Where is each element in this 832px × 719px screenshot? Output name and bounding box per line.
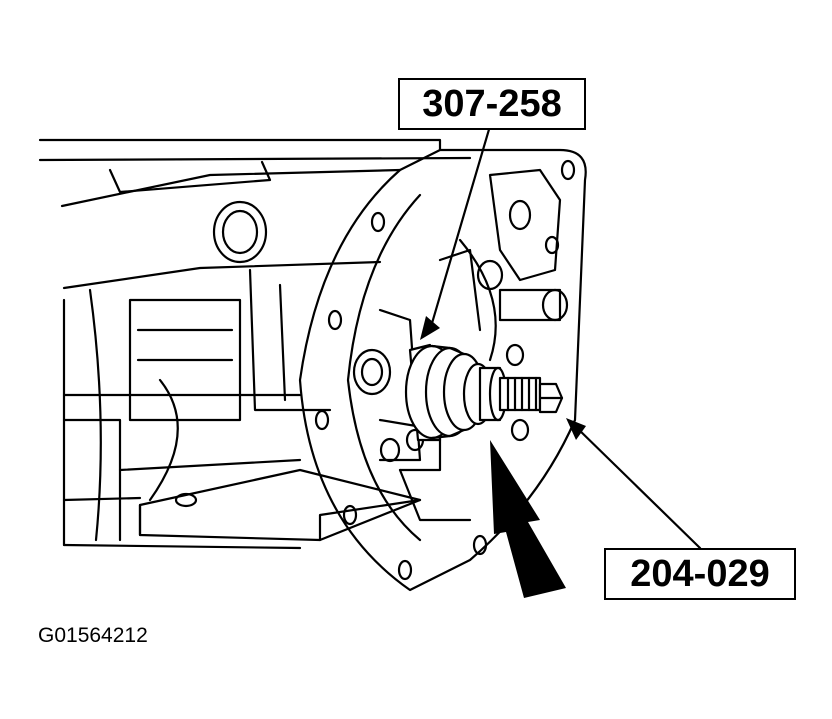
direction-arrow [490, 440, 566, 598]
callout-204-029: 204-029 [604, 548, 796, 600]
case-boss [212, 200, 268, 264]
arrowheads [420, 316, 586, 598]
leader-lines [428, 124, 702, 550]
figure-id: G01564212 [38, 624, 148, 647]
bell-housing-flange [298, 148, 587, 592]
callout-307-258: 307-258 [398, 78, 586, 130]
transmission-case [38, 138, 472, 550]
tool-204-029 [478, 366, 564, 422]
